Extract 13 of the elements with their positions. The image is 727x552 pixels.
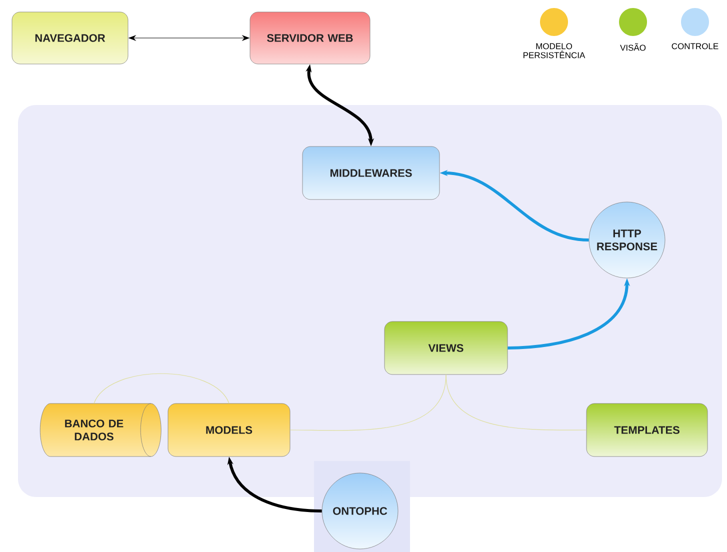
legend-label: MODELO PERSISTÊNCIA <box>524 43 586 58</box>
process-box: MIDDLEWARES <box>302 146 440 200</box>
connector-line <box>94 373 230 404</box>
connector-line <box>446 374 587 430</box>
process-box: TEMPLATES <box>586 403 708 457</box>
process-box: SERVIDOR WEB <box>250 12 370 64</box>
database-cylinder: BANCO DE DADOS <box>40 403 162 457</box>
connector-line <box>290 374 446 431</box>
process-box: MODELS <box>168 403 290 457</box>
process-box: VIEWS <box>384 321 508 375</box>
legend-label: CONTROLE <box>672 43 718 50</box>
legend-label: VISÃO <box>620 43 646 51</box>
process-box: NAVEGADOR <box>12 12 128 64</box>
